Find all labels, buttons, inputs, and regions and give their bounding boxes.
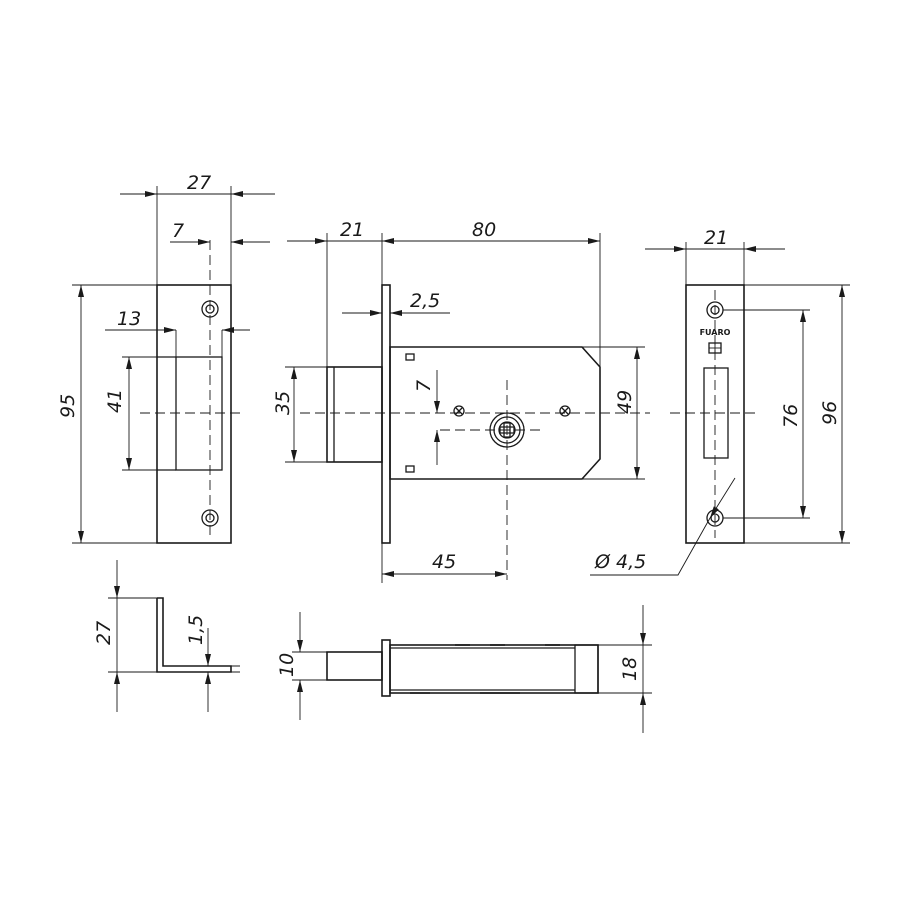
dim-body-thickness: 18 [619,657,641,681]
dim-bolt-height: 35 [272,391,294,415]
dim-strike-depth: 27 [93,621,115,645]
lock-body-top-view: 10 18 [276,605,652,733]
dim-faceplate-width: 21 [704,227,728,249]
screw-icon [559,405,571,417]
dim-lock-backset: 80 [472,219,496,241]
dim-cylinder-backset: 45 [432,551,456,573]
dim-strike-height: 95 [57,394,79,418]
brand-logo: FUARO [700,328,731,337]
dim-bolt-throw: 21 [340,219,364,241]
screw-icon [453,405,465,417]
dim-faceplate-thickness: 2,5 [410,290,440,312]
dim-strike-thickness: 1,5 [185,615,207,645]
strike-plate-front-view: 27 7 13 95 41 [57,172,275,544]
strike-plate-side-view: 27 1,5 [93,560,240,712]
dim-hole-diameter: Ø 4,5 [594,551,646,573]
dim-hole-spacing: 76 [780,404,802,428]
faceplate-front-view: FUARO 21 76 96 Ø 4,5 [590,227,850,576]
dim-body-height: 49 [614,390,636,414]
dim-bolt-thickness: 10 [276,653,298,677]
dim-cylinder-offset: 7 [413,380,435,392]
dim-faceplate-height: 96 [819,401,841,425]
dim-strike-recess: 13 [117,308,141,330]
lock-body-front-view: 21 80 2,5 35 7 49 45 [272,219,650,583]
dim-strike-lip: 7 [172,220,184,242]
dim-strike-width: 27 [187,172,211,194]
dim-strike-opening: 41 [104,389,126,413]
